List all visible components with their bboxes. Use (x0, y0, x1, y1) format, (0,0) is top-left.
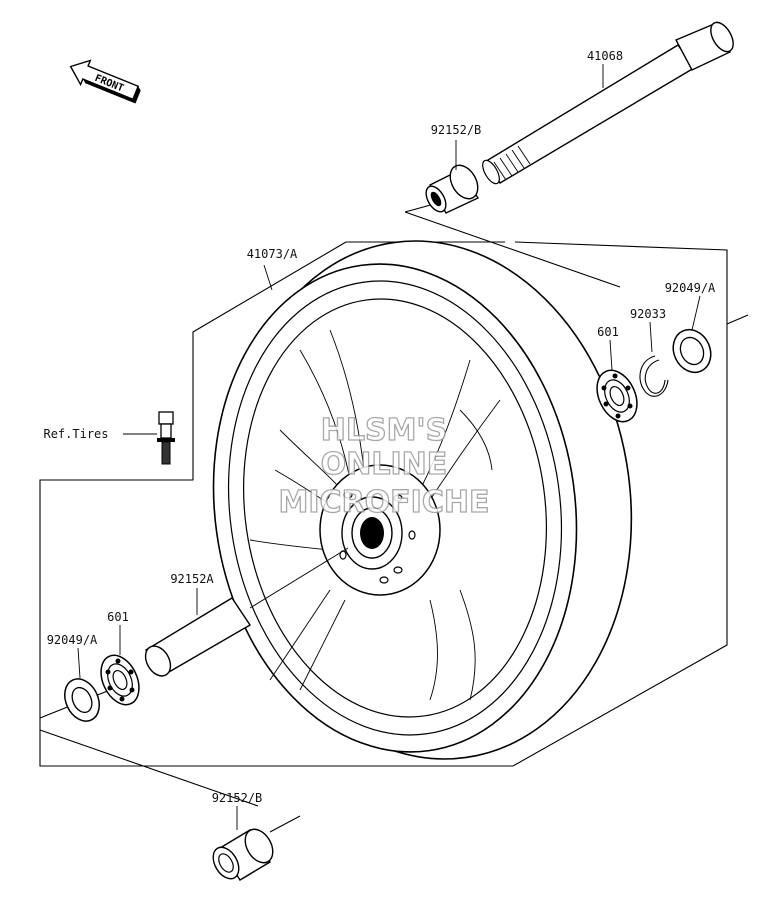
watermark-line-1: HLSM'S (321, 413, 447, 448)
circlip (639, 355, 669, 397)
seal-right (672, 328, 712, 374)
label-92152b-bottom: 92152/B (212, 791, 263, 805)
label-601-right: 601 (597, 325, 619, 339)
front-wheel (212, 240, 633, 760)
bearing-right (596, 369, 638, 423)
collar-top (425, 164, 480, 214)
label-92049a-left: 92049/A (47, 633, 98, 647)
watermark: HLSM'S ONLINE MICROFICHE (278, 412, 490, 520)
front-direction-arrow: FRONT (69, 59, 141, 104)
seal-left (64, 678, 100, 722)
label-92152b-top: 92152/B (431, 123, 482, 137)
watermark-line-2: ONLINE (321, 447, 448, 482)
part-labels: 41068 92152/B 41073/A 92049/A 92033 601 … (43, 49, 716, 805)
label-92033: 92033 (630, 307, 666, 321)
tire-valve (123, 411, 175, 465)
label-601-left: 601 (107, 610, 129, 624)
label-ref-tires: Ref.Tires (43, 427, 108, 441)
watermark-line-3: MICROFICHE (279, 485, 490, 520)
label-92152a: 92152A (170, 572, 214, 586)
collar-bottom (212, 828, 274, 881)
spacer (144, 547, 349, 677)
leader-lines (77, 64, 701, 830)
front-axle (482, 21, 734, 185)
bearing-left (100, 654, 140, 706)
label-92049a-right: 92049/A (665, 281, 716, 295)
label-41068: 41068 (587, 49, 623, 63)
label-41073a: 41073/A (247, 247, 298, 261)
